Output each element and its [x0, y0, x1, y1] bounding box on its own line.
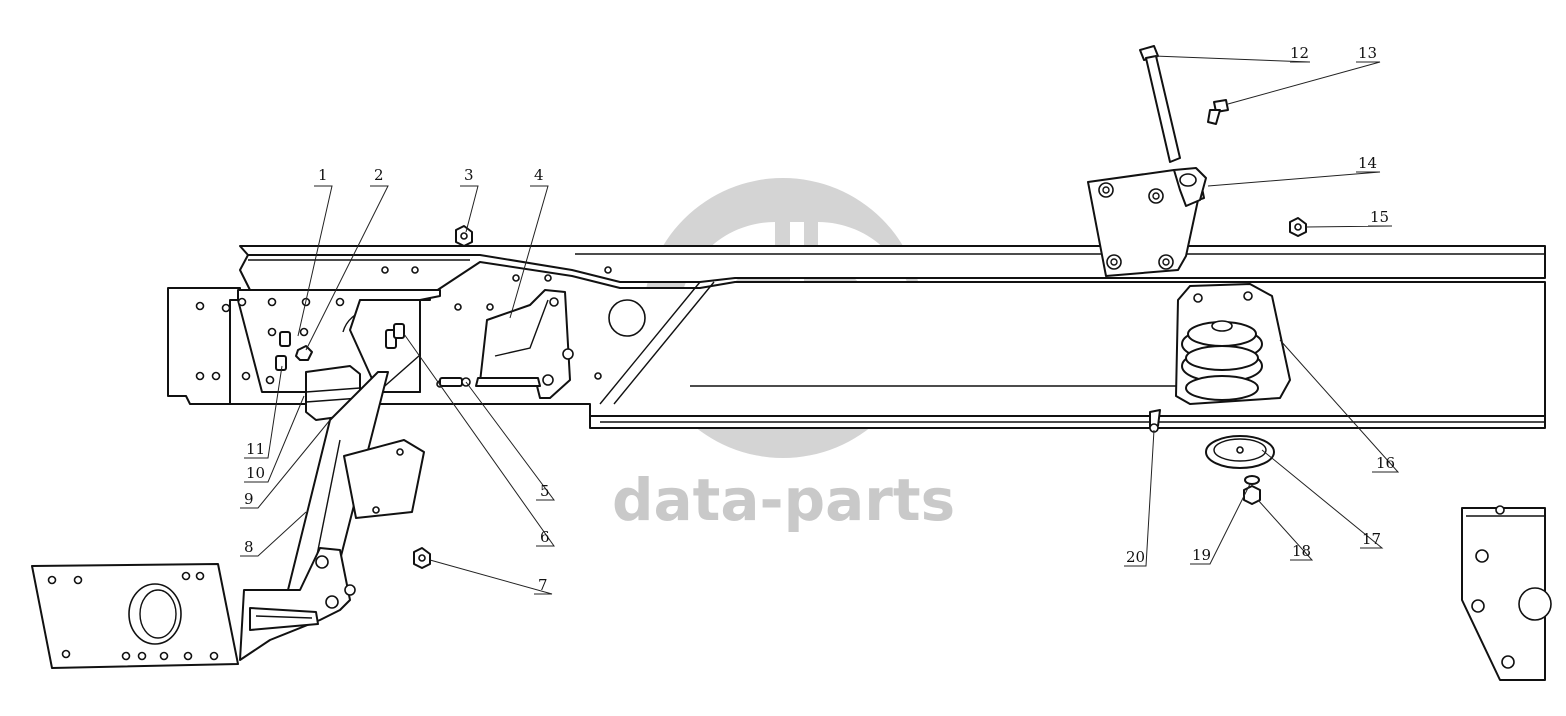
- nut-part-7: [413, 547, 431, 569]
- callout-17: 17: [1362, 530, 1381, 548]
- gusset-plate: [211, 289, 441, 393]
- pin-part-20: [1149, 409, 1161, 433]
- watermark-text: data-parts: [612, 466, 955, 534]
- callout-20: 20: [1126, 548, 1145, 566]
- callout-4: 4: [534, 166, 544, 184]
- callout-labels: 1 2 3 4 5 6 7 8 9 10 11 12 13 14 15 16 1…: [244, 44, 1395, 594]
- pin-part-5: [439, 377, 471, 387]
- callout-14: 14: [1358, 154, 1377, 172]
- right-end-plate: [1461, 505, 1552, 681]
- callout-2: 2: [374, 166, 384, 184]
- callout-9: 9: [244, 490, 254, 508]
- support-plate: [343, 439, 425, 519]
- frame-rail: [229, 245, 1546, 429]
- bracket-part-14: [1087, 167, 1207, 277]
- leader-lines: [240, 55, 1400, 595]
- callout-16: 16: [1376, 454, 1395, 472]
- nut-part-2: [295, 345, 313, 361]
- callout-13: 13: [1358, 44, 1377, 62]
- end-mount-plate: [31, 563, 239, 669]
- callout-8: 8: [244, 538, 254, 556]
- callout-19: 19: [1192, 546, 1211, 564]
- nut-part-15: [1289, 217, 1307, 237]
- lower-bracket-assembly: [239, 547, 356, 661]
- callout-1: 1: [318, 166, 328, 184]
- callout-3: 3: [464, 166, 474, 184]
- bolt-part-13: [1207, 99, 1229, 125]
- callout-12: 12: [1290, 44, 1309, 62]
- callout-6: 6: [540, 528, 550, 546]
- callout-7: 7: [538, 576, 548, 594]
- washer-part-19: [1244, 475, 1260, 485]
- callout-11: 11: [246, 440, 265, 458]
- callout-15: 15: [1370, 208, 1389, 226]
- nut-part-18: [1243, 485, 1261, 505]
- spring-bracket-part-4: [475, 289, 574, 399]
- nut-part-3: [455, 225, 473, 247]
- bolt-part-6: [385, 323, 405, 349]
- long-bolt-part-12: [1139, 45, 1181, 163]
- callout-10: 10: [246, 464, 265, 482]
- spring-cushion-part-16: [1175, 283, 1291, 405]
- callout-5: 5: [540, 482, 550, 500]
- callout-18: 18: [1292, 542, 1311, 560]
- washer-plate-part-17: [1205, 435, 1275, 469]
- bolt-part-1: [275, 331, 291, 371]
